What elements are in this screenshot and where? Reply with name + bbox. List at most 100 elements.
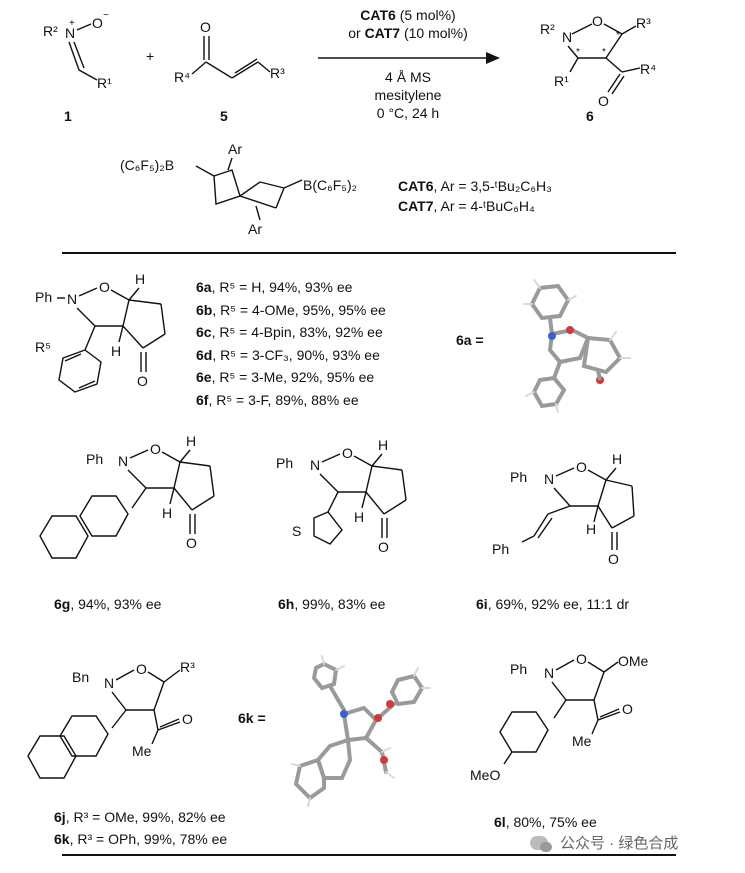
product-6a-6f-structure: Ph N O H H O R⁵ xyxy=(35,271,166,393)
svg-text:R⁴: R⁴ xyxy=(640,61,656,77)
svg-text:−: − xyxy=(103,10,109,21)
xray-6k-crystal-structure xyxy=(291,655,431,807)
entry-6g: 6g, 94%, 93% ee xyxy=(54,596,162,612)
entry-6b: 6b, R⁵ = 4-OMe, 95%, 95% ee xyxy=(196,301,386,318)
svg-text:H: H xyxy=(612,451,622,467)
svg-text:N: N xyxy=(104,675,114,691)
svg-text:Ph: Ph xyxy=(276,455,293,471)
svg-text:H: H xyxy=(162,505,172,521)
entry-6k: 6k, R³ = OPh, 99%, 78% ee xyxy=(54,831,228,847)
svg-text:O: O xyxy=(622,701,633,717)
svg-text:OMe: OMe xyxy=(618,653,649,669)
svg-text:R⁵: R⁵ xyxy=(35,339,51,355)
svg-text:N: N xyxy=(544,471,554,487)
entry-6c: 6c, R⁵ = 4-Bpin, 83%, 92% ee xyxy=(196,324,383,341)
entry-6f: 6f, R⁵ = 3-F, 89%, 88% ee xyxy=(196,391,359,408)
product-6l-structure: Ph N O OMe O Me MeO xyxy=(470,651,649,783)
svg-text:(C₆F₅)₂B: (C₆F₅)₂B xyxy=(120,157,174,173)
svg-text:O: O xyxy=(182,711,193,727)
svg-text:Me: Me xyxy=(132,743,152,759)
divider-bottom xyxy=(62,854,676,856)
svg-text:R¹: R¹ xyxy=(554,73,569,89)
entry-6h: 6h, 99%, 83% ee xyxy=(278,596,386,612)
svg-text:R³: R³ xyxy=(636,15,651,31)
entry-6e: 6e, R⁵ = 3-Me, 92%, 95% ee xyxy=(196,369,375,386)
svg-text:R²: R² xyxy=(43,23,58,39)
svg-text:O: O xyxy=(200,19,211,35)
svg-text:Ph: Ph xyxy=(35,289,52,305)
reaction-arrow xyxy=(318,52,500,64)
entry-6j: 6j, R³ = OMe, 99%, 82% ee xyxy=(54,809,226,825)
reaction-conditions-below: 4 Å MS mesitylene 0 °C, 24 h xyxy=(374,69,442,121)
svg-text:O: O xyxy=(342,445,353,461)
svg-text:R³: R³ xyxy=(270,65,285,81)
entry-6a: 6a, R⁵ = H, 94%, 93% ee xyxy=(196,279,353,295)
compound-5-label: 5 xyxy=(220,108,228,124)
svg-text:N: N xyxy=(544,665,554,681)
svg-text:Ar: Ar xyxy=(248,221,262,237)
reaction-scheme: R² N + O − R¹ 1 + O R⁴ R³ 5 CAT6 (5 mol%… xyxy=(0,0,745,250)
svg-text:O: O xyxy=(592,13,603,29)
product-6i-structure: Ph N O H H O Ph xyxy=(492,451,635,567)
xray-6k-label: 6k = xyxy=(238,710,266,726)
svg-text:Ph: Ph xyxy=(510,661,527,677)
svg-text:Me: Me xyxy=(572,733,592,749)
product-6g-structure: Ph N O H H O xyxy=(39,433,215,559)
reaction-conditions-above: CAT6 (5 mol%) or CAT7 (10 mol%) xyxy=(348,7,468,41)
svg-text:N: N xyxy=(118,453,128,469)
svg-text:MeO: MeO xyxy=(470,767,500,783)
svg-text:H: H xyxy=(186,433,196,449)
divider-top xyxy=(62,252,676,254)
svg-text:N: N xyxy=(65,25,75,41)
svg-text:B(C₆F₅)₂: B(C₆F₅)₂ xyxy=(303,177,357,193)
svg-text:Ph: Ph xyxy=(510,469,527,485)
svg-text:O: O xyxy=(378,539,389,555)
svg-text:O: O xyxy=(137,373,148,389)
product-list-6a-6f: 6a, R⁵ = H, 94%, 93% ee 6b, R⁵ = 4-OMe, … xyxy=(196,276,386,412)
svg-text:Bn: Bn xyxy=(72,669,89,685)
wechat-icon xyxy=(530,835,552,852)
svg-text:O: O xyxy=(608,551,619,567)
svg-text:O: O xyxy=(99,279,110,295)
svg-text:H: H xyxy=(354,509,364,525)
entry-6l: 6l, 80%, 75% ee xyxy=(494,814,597,830)
svg-text:H: H xyxy=(135,271,145,287)
compound-1-label: 1 xyxy=(64,108,72,124)
svg-text:S: S xyxy=(292,523,301,539)
svg-text:Ar: Ar xyxy=(228,141,242,157)
svg-text:O: O xyxy=(576,651,587,667)
svg-text:+: + xyxy=(69,18,75,29)
product-6h-structure: Ph N O H H O S xyxy=(276,437,407,555)
svg-text:N: N xyxy=(67,291,77,307)
product-6j-6k-structure: Bn N O R³ O Me xyxy=(27,659,195,779)
xray-6a-label: 6a = xyxy=(456,332,484,348)
svg-text:Ph: Ph xyxy=(492,541,509,557)
svg-text:O: O xyxy=(186,535,197,551)
svg-text:O: O xyxy=(150,441,161,457)
svg-text:H: H xyxy=(378,437,388,453)
enone-structure: O R⁴ R³ xyxy=(174,19,285,85)
entry-6d: 6d, R⁵ = 3-CF₃, 90%, 93% ee xyxy=(196,346,380,363)
svg-text:O: O xyxy=(598,93,609,109)
svg-text:O: O xyxy=(136,661,147,677)
svg-text:*: * xyxy=(602,47,606,58)
svg-text:R³: R³ xyxy=(180,659,195,675)
nitrone-structure: R² N + O − R¹ xyxy=(43,10,112,91)
compound-6-label: 6 xyxy=(586,108,594,124)
svg-text:O: O xyxy=(576,459,587,475)
svg-text:N: N xyxy=(562,29,572,45)
plus-sign: + xyxy=(146,48,155,64)
catalyst-definitions: CAT6, Ar = 3,5-ᵗBu₂C₆H₃ CAT7, Ar = 4-ᵗBu… xyxy=(398,178,552,214)
svg-text:O: O xyxy=(92,15,103,31)
svg-text:*: * xyxy=(576,47,580,58)
svg-text:*: * xyxy=(616,30,620,41)
watermark: 公众号 · 绿色合成 xyxy=(530,832,678,853)
svg-text:N: N xyxy=(310,457,320,473)
svg-text:H: H xyxy=(111,343,121,359)
svg-text:R⁴: R⁴ xyxy=(174,69,190,85)
catalyst-structure: (C₆F₅)₂B Ar B(C₆F₅)₂ Ar xyxy=(120,141,357,237)
svg-text:R¹: R¹ xyxy=(97,75,112,91)
xray-6a-crystal-structure xyxy=(523,279,631,413)
svg-text:Ph: Ph xyxy=(86,451,103,467)
product-list-6j-6k: 6j, R³ = OMe, 99%, 82% ee 6k, R³ = OPh, … xyxy=(54,806,227,850)
